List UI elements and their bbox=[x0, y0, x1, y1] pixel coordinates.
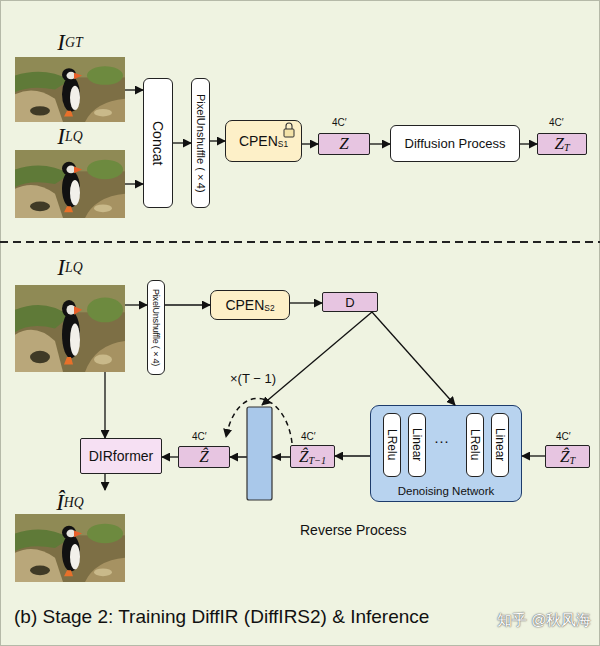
subscript: T bbox=[564, 142, 570, 153]
process-box: Diffusion Process bbox=[390, 125, 520, 162]
encoder-box: CPENS1 bbox=[225, 120, 302, 162]
dimension-label: 4C′ bbox=[556, 431, 571, 442]
node-label: I bbox=[57, 30, 65, 56]
subscript: LQ bbox=[65, 129, 83, 145]
node-label: Ẑ bbox=[199, 447, 208, 467]
node-label: D bbox=[345, 295, 354, 310]
dimension-label: 4C′ bbox=[549, 117, 564, 128]
flow-arrow bbox=[522, 455, 545, 456]
latent-box: Ẑ bbox=[178, 446, 230, 468]
network-box: Denoising Network LRelu Linear LRelu Linear bbox=[370, 405, 522, 502]
dimension-label: 4C′ bbox=[192, 431, 207, 442]
image-input: ILQ bbox=[15, 124, 125, 218]
iteration-loop bbox=[226, 398, 292, 443]
lq-photo bbox=[15, 285, 125, 372]
node-label: Denoising Network bbox=[371, 485, 521, 497]
flow-arrow bbox=[165, 304, 210, 305]
subscript: T bbox=[569, 455, 575, 466]
watermark: 知乎 @秋风海 bbox=[497, 611, 591, 630]
dimension-label: 4C′ bbox=[301, 431, 316, 442]
node-label: Ẑ bbox=[560, 447, 569, 467]
node-label: I bbox=[57, 255, 65, 281]
flow-arrow bbox=[290, 302, 322, 303]
node-label: Ẑ bbox=[299, 447, 308, 467]
flow-arrow bbox=[372, 312, 455, 405]
flow-arrow bbox=[173, 142, 191, 143]
flow-arrow bbox=[210, 140, 225, 141]
restoration-box: DIRformer bbox=[80, 438, 162, 474]
layer-box: Linear bbox=[491, 413, 509, 477]
subscript: HQ bbox=[64, 495, 84, 511]
latent-box: ZT bbox=[537, 133, 587, 155]
stage-label: Reverse Process bbox=[300, 522, 407, 538]
image-input: ILQ bbox=[15, 255, 125, 372]
flow-arrow bbox=[335, 455, 370, 456]
layer-box: LRelu bbox=[466, 413, 484, 477]
flow-arrow bbox=[104, 474, 105, 490]
flow-arrow bbox=[104, 372, 105, 438]
node-label: Linear bbox=[493, 428, 507, 461]
ellipsis: ··· bbox=[434, 432, 449, 449]
flow-arrow bbox=[230, 456, 290, 457]
condition-box: D bbox=[322, 292, 378, 312]
pixel-unshuffle-box: PixelUnshuffle (×4) bbox=[147, 280, 165, 375]
node-label: Z bbox=[339, 134, 348, 154]
subscript: LQ bbox=[65, 260, 83, 276]
node-label: LRelu bbox=[468, 429, 482, 460]
node-label: Z bbox=[554, 134, 563, 154]
concat-box: Concat bbox=[143, 78, 173, 208]
flow-arrow bbox=[520, 143, 537, 144]
layer-box: LRelu bbox=[383, 413, 401, 477]
node-label: Diffusion Process bbox=[405, 136, 506, 151]
hq-photo bbox=[15, 514, 125, 582]
layer-box: Linear bbox=[408, 413, 426, 477]
node-label: Î bbox=[56, 490, 64, 516]
image-output: ÎHQ bbox=[15, 490, 125, 582]
stage-divider bbox=[0, 241, 600, 243]
flow-arrow bbox=[302, 143, 318, 144]
node-label: Linear bbox=[410, 428, 424, 461]
lq-photo bbox=[15, 150, 125, 218]
condition-wire bbox=[262, 312, 372, 405]
node-label: I bbox=[57, 124, 65, 150]
flow-arrow bbox=[125, 89, 143, 90]
latent-box: Z bbox=[318, 133, 370, 155]
gt-photo bbox=[15, 57, 125, 122]
image-input: IGT bbox=[15, 30, 125, 122]
node-label: CPEN bbox=[225, 297, 264, 313]
node-label: LRelu bbox=[385, 429, 399, 460]
latent-box: ẐT−1 bbox=[290, 445, 335, 468]
node-label: PixelUnshuffle (×4) bbox=[195, 94, 207, 193]
node-label: PixelUnshuffle (×4) bbox=[151, 289, 161, 366]
flow-arrow bbox=[125, 304, 147, 305]
iteration-label: ×(T − 1) bbox=[230, 371, 276, 386]
node-label: Concat bbox=[150, 121, 166, 165]
node-label: CPEN bbox=[239, 133, 278, 149]
encoder-box: CPENS2 bbox=[210, 290, 290, 320]
subscript: S1 bbox=[278, 139, 288, 149]
flow-arrow bbox=[370, 143, 390, 144]
flow-arrow bbox=[125, 183, 143, 184]
node-label: DIRformer bbox=[89, 448, 154, 464]
reverse-step-bar bbox=[247, 407, 272, 500]
subscript: S2 bbox=[264, 303, 274, 313]
figure-caption: (b) Stage 2: Training DiffIR (DiffIRS2) … bbox=[14, 606, 429, 628]
dimension-label: 4C′ bbox=[332, 117, 347, 128]
subscript: T−1 bbox=[308, 455, 326, 466]
arrow-head bbox=[272, 453, 281, 461]
flow-arrow bbox=[162, 456, 178, 457]
pixel-unshuffle-box: PixelUnshuffle (×4) bbox=[191, 78, 210, 208]
latent-box: ẐT bbox=[545, 445, 590, 468]
subscript: GT bbox=[65, 35, 83, 51]
